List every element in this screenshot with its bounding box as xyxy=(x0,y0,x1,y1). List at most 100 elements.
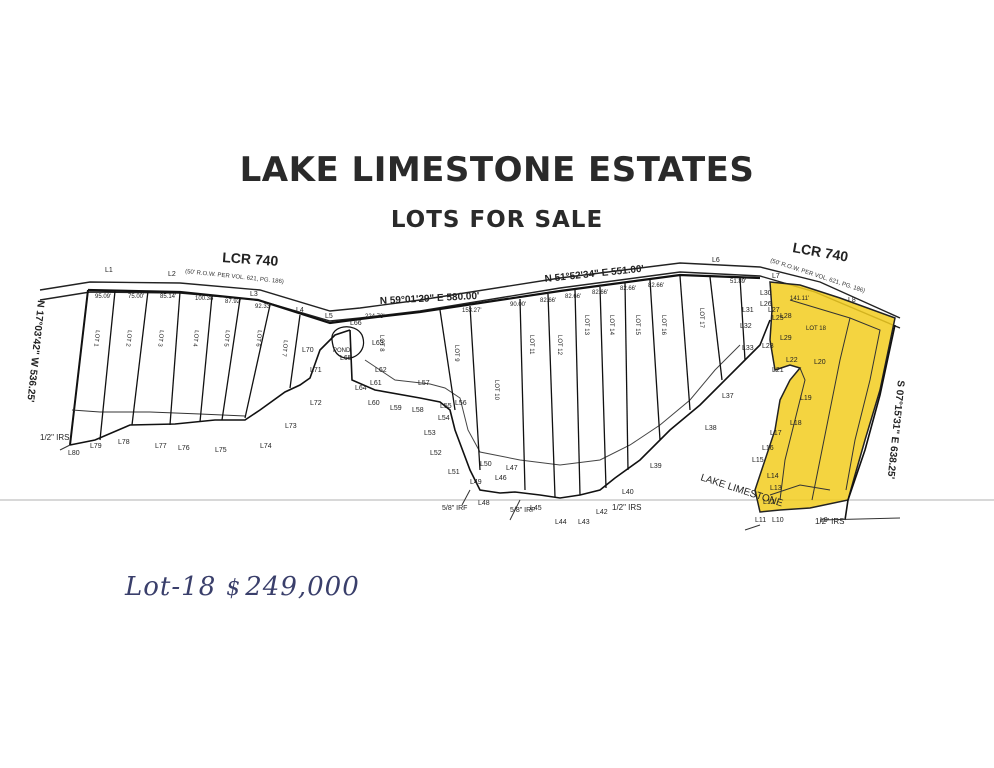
line-label: L23 xyxy=(762,343,774,350)
line-label: L5 xyxy=(325,313,333,320)
line-label: L47 xyxy=(506,465,518,472)
irs-west: 1/2" IRS xyxy=(40,433,70,442)
line-label: L59 xyxy=(390,405,402,412)
dimension-label: 51.89' xyxy=(730,279,746,285)
line-label: L21 xyxy=(772,367,784,374)
line-label: L45 xyxy=(530,505,542,512)
line-label: L37 xyxy=(722,393,734,400)
line-label: L12 xyxy=(763,499,775,506)
document-title: LAKE LIMESTONE ESTATES xyxy=(239,150,755,190)
svg-text:LOT 17: LOT 17 xyxy=(698,308,704,329)
dimension-label: 82.66' xyxy=(565,294,581,300)
dimension-label: 224.73' xyxy=(365,314,385,320)
svg-text:LOT 11: LOT 11 xyxy=(528,335,534,355)
line-label: L20 xyxy=(814,359,826,366)
dimension-labels: 95.09'75.00'85.14'100.38'87.92'92.33'153… xyxy=(95,279,809,320)
dimension-label: 82.66' xyxy=(648,283,664,289)
line-label: L30 xyxy=(760,290,772,297)
dimension-label: 141.11' xyxy=(790,296,809,302)
line-label: L2 xyxy=(168,271,176,278)
boundary-north xyxy=(87,273,761,325)
line-label: L8 xyxy=(848,297,856,304)
boundary-southeast xyxy=(819,517,901,521)
line-label: L76 xyxy=(178,445,190,452)
line-label: L18 xyxy=(790,420,802,427)
line-label: L46 xyxy=(495,475,507,482)
line-label: L13 xyxy=(770,485,782,492)
price-annotation-value: 249,000 xyxy=(245,572,360,602)
line-label: L6 xyxy=(712,257,720,264)
line-label: L55 xyxy=(440,403,452,410)
road-label-west: LCR 740 xyxy=(222,249,279,269)
svg-text:LOT 6: LOT 6 xyxy=(254,330,262,348)
line-label: L48 xyxy=(478,500,490,507)
line-label: L22 xyxy=(786,357,798,364)
line-label: L65 xyxy=(340,355,352,362)
svg-text:LOT 4: LOT 4 xyxy=(191,330,199,348)
line-label: L50 xyxy=(480,461,492,468)
svg-text:LOT 3: LOT 3 xyxy=(156,330,164,348)
dimension-label: 82.66' xyxy=(540,298,556,304)
bearing-west: N 17°03'42" W 536.25' xyxy=(24,300,46,403)
line-label: L32 xyxy=(740,323,752,330)
line-label: L73 xyxy=(285,423,297,430)
line-label: L71 xyxy=(310,367,322,374)
line-label: L49 xyxy=(470,479,482,486)
line-label: L1 xyxy=(105,267,113,274)
line-label: L25 xyxy=(772,315,784,322)
line-label: L80 xyxy=(68,450,80,457)
line-label: L31 xyxy=(742,307,754,314)
svg-text:LOT 5: LOT 5 xyxy=(222,330,230,348)
line-label: L27 xyxy=(768,307,780,314)
line-label: L14 xyxy=(767,473,779,480)
line-label: L15 xyxy=(752,457,764,464)
line-label: L44 xyxy=(555,519,567,526)
svg-text:LOT 9: LOT 9 xyxy=(453,345,459,362)
dimension-label: 95.09' xyxy=(95,294,111,300)
svg-text:LOT 7: LOT 7 xyxy=(280,340,288,358)
inner-line-west xyxy=(71,409,246,417)
lot-lines-middle xyxy=(439,275,746,498)
line-label: L40 xyxy=(622,489,634,496)
irs-east: 1/2" IRS xyxy=(815,517,845,526)
lot-18-highlight xyxy=(754,281,896,513)
line-label: L11 xyxy=(755,517,766,524)
irf-2: 5/8" IRF xyxy=(510,507,535,514)
line-label: L61 xyxy=(370,380,382,387)
line-label: L39 xyxy=(650,463,662,470)
bearing-north-west: N 59°01'29" E 580.00' xyxy=(380,291,480,307)
lot-18-interior xyxy=(769,299,881,501)
line-label: L52 xyxy=(430,450,442,457)
lot-labels: LOT 1 LOT 2 LOT 3 LOT 4 LOT 5 LOT 6 LOT … xyxy=(92,308,826,401)
line-label: L38 xyxy=(705,425,717,432)
line-label: L29 xyxy=(780,335,792,342)
dimension-label: 92.33' xyxy=(255,304,271,310)
line-label: L16 xyxy=(762,445,774,452)
price-annotation: Lot-18$249,000 xyxy=(125,572,360,602)
dimension-label: 75.00' xyxy=(128,294,144,300)
svg-text:LOT 14: LOT 14 xyxy=(608,315,614,336)
boundary-east xyxy=(844,324,896,521)
svg-text:LOT 18: LOT 18 xyxy=(806,326,827,332)
shoreline-middle xyxy=(349,319,771,499)
dimension-label: 100.38' xyxy=(195,296,215,302)
line-label: L17 xyxy=(770,430,782,437)
lot-annotation: Lot-18 xyxy=(125,572,217,602)
line-label: L57 xyxy=(418,380,430,387)
line-label: L58 xyxy=(412,407,424,414)
line-label: L9 xyxy=(820,517,828,524)
dimension-label: 82.66' xyxy=(592,290,608,296)
svg-text:LOT 8: LOT 8 xyxy=(378,335,384,352)
road-note-west: (50' R.O.W. PER VOL. 621, PG. 186) xyxy=(185,269,284,285)
line-label: L33 xyxy=(742,345,754,352)
inner-line-middle xyxy=(364,344,741,466)
line-label: L70 xyxy=(302,347,314,354)
line-labels: L1L2L3L4L5L6L7L8L9L10L11L12L13L14L15L16L… xyxy=(68,257,856,526)
line-label: L43 xyxy=(578,519,590,526)
line-label: L63 xyxy=(372,340,384,347)
line-label: L3 xyxy=(250,291,258,298)
line-label: L26 xyxy=(760,301,772,308)
lower-tie-lines xyxy=(59,444,521,521)
dimension-label: 87.92' xyxy=(225,299,241,305)
